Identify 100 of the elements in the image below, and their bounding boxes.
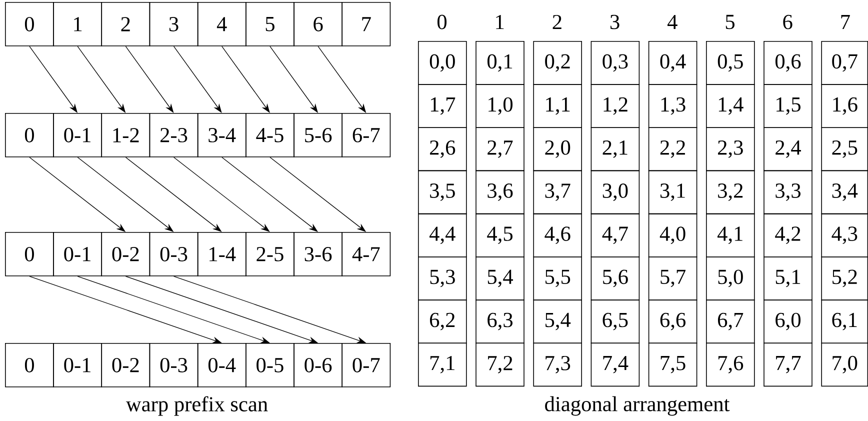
cell: 2-5 — [246, 232, 294, 276]
cell: 0-4 — [197, 343, 246, 388]
cell: 0,4 — [648, 41, 698, 85]
cell: 4,5 — [476, 213, 524, 258]
cell: 3,0 — [590, 170, 640, 214]
cell: 4 — [197, 2, 246, 46]
cell: 3-6 — [294, 232, 343, 276]
cell: 6,3 — [476, 300, 524, 344]
cell: 0,3 — [590, 41, 640, 85]
cell: 5,6 — [590, 256, 640, 300]
cell: 3,4 — [821, 170, 868, 214]
arrow — [125, 46, 174, 113]
cell: 5,4 — [476, 256, 524, 300]
cell: 2,3 — [706, 127, 755, 172]
cell: 4-7 — [342, 232, 391, 276]
cell: 3,7 — [533, 170, 582, 214]
cell: 0 — [5, 2, 54, 46]
cell: 4,6 — [533, 213, 582, 258]
cell: 5,7 — [648, 256, 698, 300]
cell: 2-3 — [149, 113, 198, 158]
cell: 1,0 — [476, 84, 524, 128]
cell: 2,2 — [648, 127, 698, 172]
column-number: 0 — [437, 14, 447, 30]
cell: 0-3 — [149, 343, 198, 388]
cell: 1,3 — [648, 84, 698, 128]
cell: 3,2 — [706, 170, 755, 214]
cell: 5,0 — [706, 256, 755, 300]
cell: 7,0 — [821, 342, 868, 387]
cell: 7,1 — [418, 342, 467, 387]
cell: 0,6 — [764, 41, 812, 85]
cell: 4,0 — [648, 213, 698, 258]
cell: 0 — [5, 343, 54, 388]
cell: 5,4 — [533, 300, 582, 344]
cell: 1,4 — [706, 84, 755, 128]
cell: 2,0 — [533, 127, 582, 172]
cell: 1 — [53, 2, 102, 46]
cell: 1,2 — [590, 84, 640, 128]
cell: 2,1 — [590, 127, 640, 172]
cell: 1-2 — [101, 113, 150, 158]
column-number: 3 — [610, 14, 620, 30]
cell: 3,5 — [418, 170, 467, 214]
cell: 7,3 — [533, 342, 582, 387]
cell: 3-4 — [197, 113, 246, 158]
cell: 0-2 — [101, 343, 150, 388]
cell: 6,0 — [764, 300, 812, 344]
cell: 5,5 — [533, 256, 582, 300]
cell: 0 — [5, 113, 54, 158]
cell: 0-1 — [53, 232, 102, 276]
cell: 1,7 — [418, 84, 467, 128]
cell: 6,5 — [590, 300, 640, 344]
cell: 0,0 — [418, 41, 467, 85]
cell: 6,6 — [648, 300, 698, 344]
caption: diagonal arrangement — [545, 396, 730, 416]
cell: 4,7 — [590, 213, 640, 258]
cell: 3 — [149, 2, 198, 46]
cell: 4-5 — [246, 113, 294, 158]
cell: 7,6 — [706, 342, 755, 387]
cell: 7 — [342, 2, 391, 46]
cell: 2,7 — [476, 127, 524, 172]
cell: 7,5 — [648, 342, 698, 387]
cell: 7,7 — [764, 342, 812, 387]
cell: 5-6 — [294, 113, 343, 158]
cell: 0-3 — [149, 232, 198, 276]
cell: 7,2 — [476, 342, 524, 387]
cell: 0-2 — [101, 232, 150, 276]
cell: 0-1 — [53, 343, 102, 388]
cell: 5,2 — [821, 256, 868, 300]
cell: 0,1 — [476, 41, 524, 85]
column-number: 7 — [841, 15, 850, 29]
cell: 1,6 — [821, 84, 868, 128]
column-number: 4 — [667, 15, 678, 30]
cell: 0,7 — [821, 41, 868, 85]
cell: 0 — [5, 232, 54, 276]
cell: 1,1 — [533, 84, 582, 128]
cell: 1-4 — [197, 232, 246, 276]
cell: 3,1 — [648, 170, 698, 214]
column-number: 6 — [783, 14, 792, 30]
column-number: 2 — [552, 14, 562, 30]
column-number: 1 — [496, 14, 504, 30]
cell: 3,6 — [476, 170, 524, 214]
cell: 2,4 — [764, 127, 812, 172]
arrow — [222, 46, 270, 113]
cell: 2 — [101, 2, 150, 46]
cell: 0-6 — [294, 343, 343, 388]
cell: 6 — [294, 2, 343, 46]
cell: 4,1 — [706, 213, 755, 258]
cell: 0,2 — [533, 41, 582, 85]
cell: 0-1 — [53, 113, 102, 158]
cell: 2,5 — [821, 127, 868, 172]
cell: 3,3 — [764, 170, 812, 214]
cell: 1,5 — [764, 84, 812, 128]
cell: 5,1 — [764, 256, 812, 300]
cell: 6,2 — [418, 300, 467, 344]
column-number: 5 — [726, 14, 734, 30]
cell: 0-5 — [246, 343, 294, 388]
cell: 4,4 — [418, 213, 467, 258]
cell: 4,2 — [764, 213, 812, 258]
cell: 5,3 — [418, 256, 467, 300]
cell: 7,4 — [590, 342, 640, 387]
cell: 2,6 — [418, 127, 467, 172]
